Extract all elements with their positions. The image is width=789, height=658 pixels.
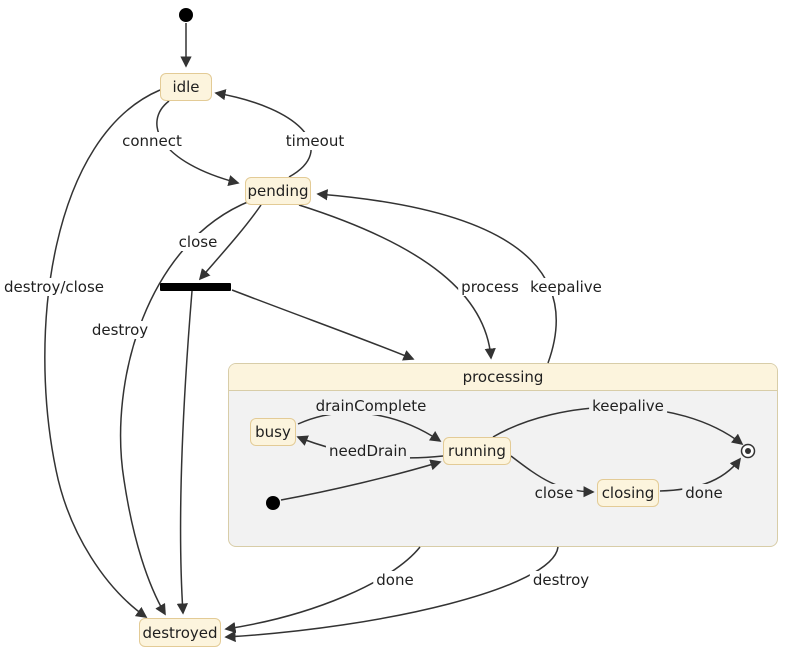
edge-label-draincomplete: drainComplete — [312, 397, 430, 415]
state-pending: pending — [245, 177, 311, 205]
edge-label-destroy-bottom: destroy — [529, 571, 593, 589]
edge-label-close: close — [175, 233, 221, 251]
edge-label-close-inner: close — [531, 484, 577, 502]
edge-label-connect: connect — [119, 132, 185, 150]
state-closing: closing — [597, 479, 659, 507]
fork-join-bar — [160, 283, 231, 291]
edge-label-keepalive-inner: keepalive — [589, 397, 667, 415]
state-running: running — [443, 437, 511, 465]
initial-state-dot — [179, 8, 193, 22]
edge-processing-destroyed-destroy — [224, 546, 559, 643]
state-busy: busy — [250, 418, 296, 446]
edge-fork-processing — [231, 289, 415, 361]
composite-state-title-bar: processing — [229, 364, 777, 391]
edge-label-destroy-close: destroy/close — [0, 278, 108, 296]
edge-label-done: done — [373, 571, 417, 589]
edge-label-destroy: destroy — [88, 321, 152, 339]
edge-label-needdrain: needDrain — [325, 442, 411, 460]
edge-label-process: process — [458, 278, 522, 296]
composite-state-title: processing — [462, 368, 544, 386]
state-destroyed: destroyed — [139, 618, 221, 647]
edge-fork-destroyed — [176, 290, 193, 615]
state-idle: idle — [160, 73, 212, 101]
edge-label-keepalive: keepalive — [527, 278, 605, 296]
edge-label-done-inner: done — [682, 484, 726, 502]
edge-label-timeout: timeout — [282, 132, 348, 150]
edge-idle-destroyed-destroy-close — [44, 89, 161, 618]
